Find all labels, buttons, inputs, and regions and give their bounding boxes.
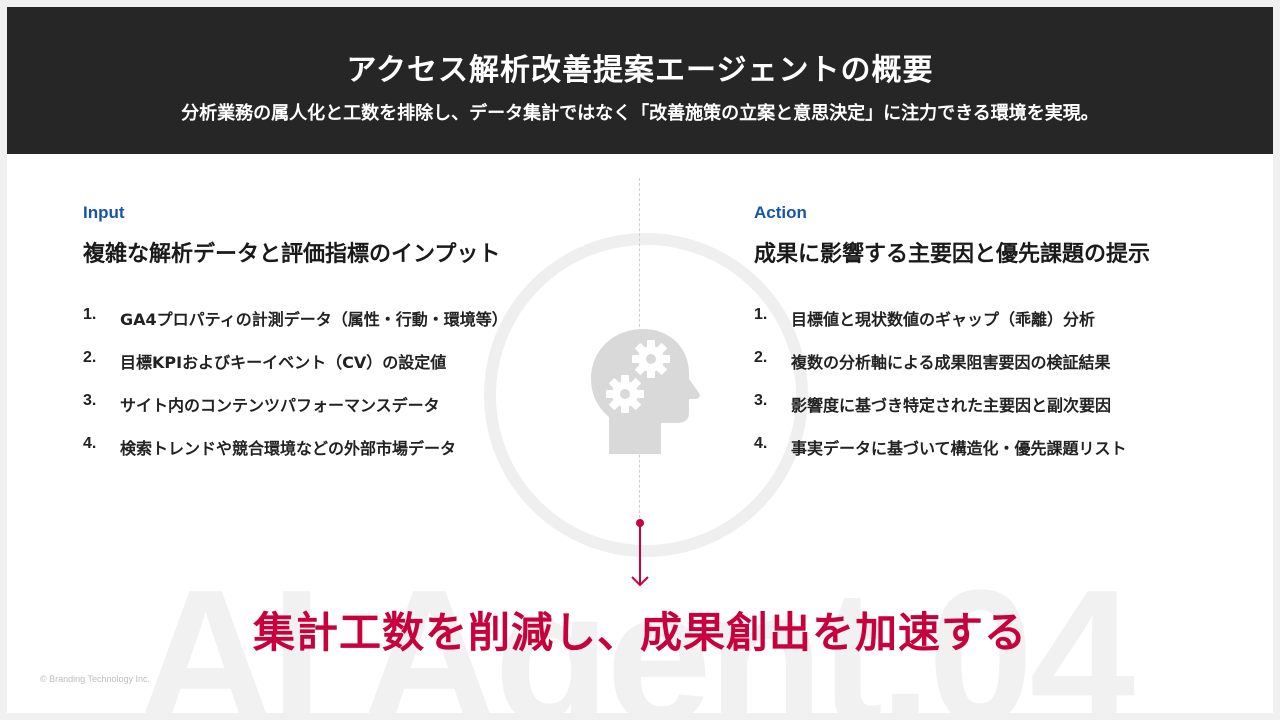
list-item: 2. 複数の分析軸による成果阻害要因の検証結果 bbox=[754, 349, 1254, 392]
list-item: 3. 影響度に基づき特定された主要因と副次要因 bbox=[754, 392, 1254, 435]
action-column: Action 成果に影響する主要因と優先課題の提示 1. 目標値と現状数値のギャッ… bbox=[754, 203, 1254, 478]
input-label: Input bbox=[83, 203, 125, 222]
item-number: 4. bbox=[754, 435, 768, 452]
item-number: 4. bbox=[83, 435, 97, 452]
page-subtitle: 分析業務の属人化と工数を排除し、データ集計ではなく「改善施策の立案と意思決定」に… bbox=[181, 103, 1099, 124]
item-number: 3. bbox=[83, 392, 97, 409]
item-number: 3. bbox=[754, 392, 768, 409]
list-item: 3. サイト内のコンテンツパフォーマンスデータ bbox=[83, 392, 603, 435]
input-list: 1. GA4プロパティの計測データ（属性・行動・環境等） 2. 目標KPIおよびキー… bbox=[83, 306, 603, 478]
list-item: 4. 検索トレンドや競合環境などの外部市場データ bbox=[83, 435, 603, 478]
input-column: Input 複雑な解析データと評価指標のインプット 1. GA4プロパティの計測デ… bbox=[83, 203, 603, 478]
action-heading: 成果に影響する主要因と優先課題の提示 bbox=[754, 242, 1151, 267]
copyright-text: © Branding Technology Inc. bbox=[40, 674, 151, 684]
action-label: Action bbox=[754, 203, 807, 222]
tagline: 集計工数を削減し、成果創出を加速する bbox=[252, 608, 1027, 657]
input-heading: 複雑な解析データと評価指標のインプット bbox=[83, 242, 501, 267]
item-number: 2. bbox=[754, 349, 768, 366]
list-item: 2. 目標KPIおよびキーイベント（CV）の設定値 bbox=[83, 349, 603, 392]
item-text: サイト内のコンテンツパフォーマンスデータ bbox=[120, 396, 440, 415]
item-number: 1. bbox=[754, 306, 768, 323]
item-text: GA4プロパティの計測データ（属性・行動・環境等） bbox=[120, 310, 508, 329]
action-list: 1. 目標値と現状数値のギャップ（乖離）分析 2. 複数の分析軸による成果阻害要因の… bbox=[754, 306, 1254, 478]
head-gears-icon bbox=[591, 329, 700, 454]
item-text: 検索トレンドや競合環境などの外部市場データ bbox=[120, 439, 457, 458]
item-number: 1. bbox=[83, 306, 97, 323]
item-text: 目標KPIおよびキーイベント（CV）の設定値 bbox=[120, 353, 447, 372]
page-title: アクセス解析改善提案エージェントの概要 bbox=[346, 53, 934, 88]
item-text: 影響度に基づき特定された主要因と副次要因 bbox=[791, 396, 1112, 415]
item-text: 事実データに基づいて構造化・優先課題リスト bbox=[791, 439, 1127, 458]
list-item: 4. 事実データに基づいて構造化・優先課題リスト bbox=[754, 435, 1254, 478]
item-text: 複数の分析軸による成果阻害要因の検証結果 bbox=[791, 353, 1111, 372]
slide: AI Agent.04 アクセス解析改善提案エージェントの概要 分析業務の属人化… bbox=[7, 7, 1273, 713]
down-arrow-icon bbox=[631, 519, 649, 587]
item-number: 2. bbox=[83, 349, 97, 366]
item-text: 目標値と現状数値のギャップ（乖離）分析 bbox=[791, 310, 1096, 329]
list-item: 1. GA4プロパティの計測データ（属性・行動・環境等） bbox=[83, 306, 603, 349]
list-item: 1. 目標値と現状数値のギャップ（乖離）分析 bbox=[754, 306, 1254, 349]
watermark-text: AI Agent.04 bbox=[137, 551, 1135, 713]
header-banner: アクセス解析改善提案エージェントの概要 分析業務の属人化と工数を排除し、データ集… bbox=[7, 7, 1273, 154]
